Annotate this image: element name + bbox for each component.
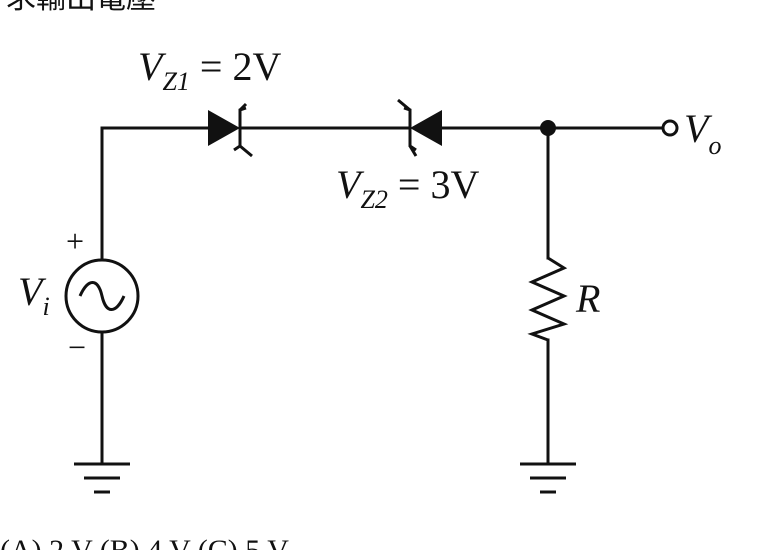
output-terminal [661,119,679,137]
source-minus: − [68,329,86,365]
zener-diode-2 [397,98,442,157]
zener2-label: VZ2 = 3V [336,162,479,214]
sine-wave-icon [78,281,126,311]
ground-left-icon [74,462,130,494]
wires [100,126,664,464]
zener1-label: VZ1 = 2V [138,44,281,96]
resistor-r [527,256,569,342]
source-plus: + [66,223,84,259]
header-text: 求輸出電壓 [6,0,156,15]
ground-right-icon [520,462,576,494]
source-label: Vi [18,269,50,321]
footer-text: (A) 2 V (B) 4 V (C) 5 V [0,534,289,550]
output-label: Vo [684,106,721,160]
resistor-label: R [575,276,600,321]
zener-diode-1 [208,102,253,158]
ac-source [64,258,140,334]
junction-node [540,120,556,136]
